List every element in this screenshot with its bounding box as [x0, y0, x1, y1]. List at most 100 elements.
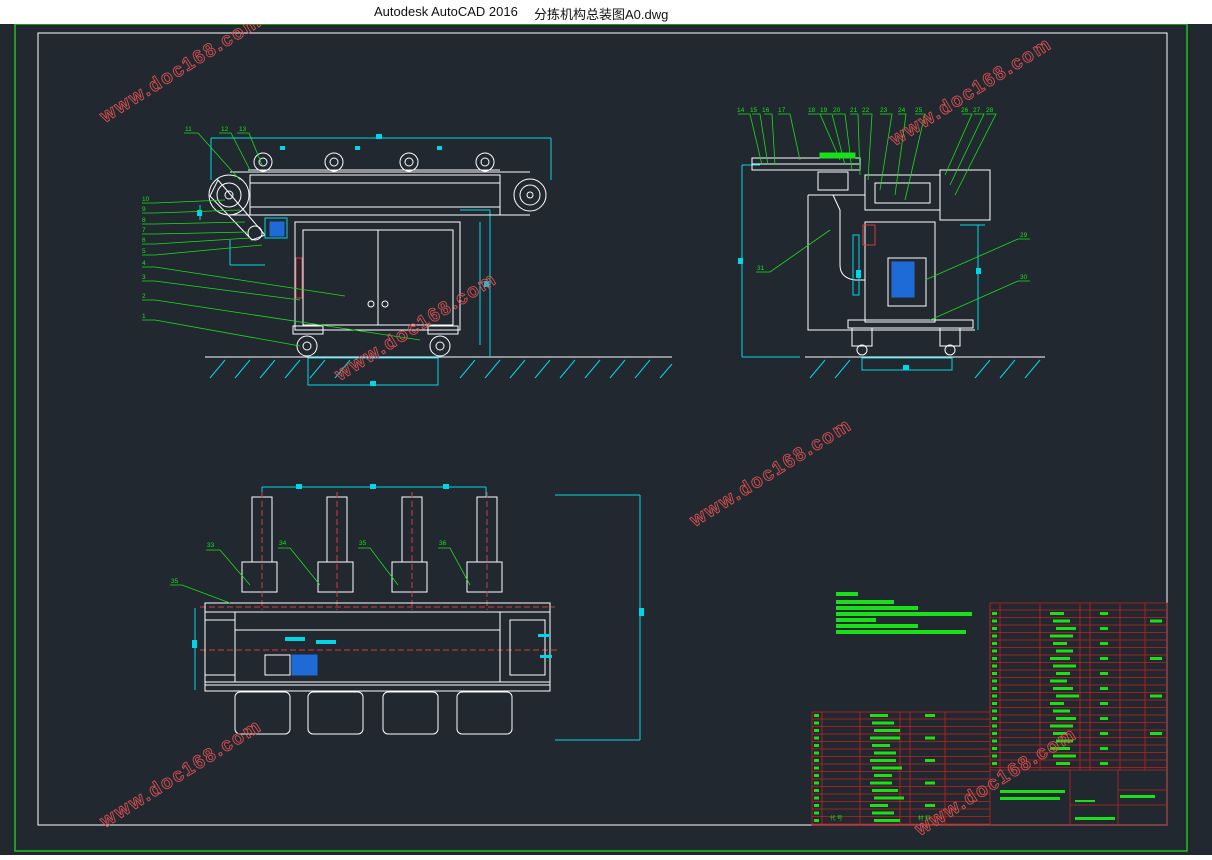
- bom-cell-fill: [874, 729, 900, 732]
- bom-cell-fill: [1053, 709, 1070, 713]
- part-label: 6: [142, 237, 146, 244]
- bom-cell-fill: [992, 724, 997, 728]
- bom-cell-fill: [1100, 672, 1108, 675]
- bom-cell-fill: [1150, 694, 1162, 698]
- bom-cell-fill: [992, 657, 997, 660]
- bom-cell-fill: [1100, 702, 1108, 705]
- svg-text:35: 35: [171, 578, 179, 585]
- part-label: 5: [142, 248, 146, 255]
- bom-cell-fill: [814, 796, 819, 800]
- watermark-text: www.doc168.com: [96, 24, 266, 128]
- bom-cell-fill: [872, 789, 898, 792]
- svg-text:31: 31: [757, 265, 765, 272]
- bom-cell-fill: [992, 664, 997, 668]
- svg-text:20: 20: [833, 107, 841, 114]
- svg-text:23: 23: [880, 107, 888, 114]
- bom-cell-fill: [992, 672, 997, 675]
- bom-cell-fill: [1150, 657, 1162, 660]
- bom-cell-fill: [1100, 747, 1108, 750]
- svg-text:14: 14: [737, 107, 745, 114]
- front-view[interactable]: [197, 134, 673, 386]
- bom-cell-fill: [1053, 664, 1076, 668]
- bom-cell-fill: [992, 627, 997, 630]
- bom-cell-fill: [1050, 724, 1073, 728]
- bom-cell-fill: [1100, 762, 1108, 765]
- side-view[interactable]: [738, 152, 1045, 379]
- part-label: 3: [142, 274, 146, 281]
- bom-cell-fill: [1075, 817, 1115, 820]
- bom-cell-fill: [925, 804, 935, 807]
- bom-cell-fill: [1053, 687, 1073, 690]
- bom-cell-fill: [872, 766, 902, 770]
- bom-cell-fill: [814, 736, 819, 740]
- bom-cell-fill: [814, 744, 819, 747]
- bom-cell-fill: [992, 762, 997, 765]
- svg-text:16: 16: [762, 107, 770, 114]
- svg-text:29: 29: [1020, 232, 1028, 239]
- bom-cell-fill: [814, 819, 819, 822]
- watermarks: www.doc168.com www.doc168.com www.doc168…: [95, 10, 1081, 841]
- part-label: 8: [142, 217, 146, 224]
- svg-text:25: 25: [915, 107, 923, 114]
- bom-cell-fill: [1100, 627, 1108, 630]
- bom-cell-fill: [814, 789, 819, 792]
- bom-cell-fill: [1100, 642, 1108, 645]
- bom-cell-fill: [814, 774, 819, 777]
- bom-cell-fill: [992, 687, 997, 690]
- bom-cell-fill: [814, 766, 819, 770]
- top-view[interactable]: [192, 484, 644, 741]
- svg-text:26: 26: [961, 107, 969, 114]
- bom-cell-fill: [925, 781, 935, 785]
- bom-cell-fill: [1050, 657, 1070, 660]
- bom-cell-fill: [1050, 702, 1064, 705]
- technical-notes: [836, 592, 972, 634]
- bom-cell-fill: [814, 781, 819, 785]
- bom-cell-fill: [1056, 649, 1073, 653]
- part-label: 12: [221, 126, 229, 133]
- bom-cell-fill: [1053, 642, 1067, 645]
- side-view-labels: 14 15 16 17 18 19 20 21 22 23 24 25 26 2…: [737, 107, 1028, 281]
- bom-cell-fill: [1056, 694, 1079, 698]
- label-material: 材 料: [918, 814, 931, 822]
- bom-cell-fill: [814, 751, 819, 755]
- part-label: 4: [142, 260, 146, 267]
- bom-cell-fill: [1100, 732, 1108, 735]
- bom-cell-fill: [814, 714, 819, 717]
- bom-cell-fill: [992, 732, 997, 735]
- file-name: 分拣机构总装图A0.dwg: [534, 7, 669, 22]
- top-view-labels: 33 34 35 36 35: [171, 540, 447, 585]
- bom-cell-fill: [1050, 679, 1067, 683]
- bom-cell-fill: [992, 747, 997, 750]
- bom-cell-fill: [814, 759, 819, 762]
- drawing-canvas[interactable]: 11 12 13 10 9 8 7 6 5 4 3 2 1: [0, 10, 1212, 855]
- svg-text:33: 33: [207, 542, 215, 549]
- svg-text:24: 24: [898, 107, 906, 114]
- bom-cell-fill: [992, 649, 997, 653]
- title-block-fills: [814, 612, 1162, 822]
- watermark-text: www.doc168.com: [96, 715, 266, 832]
- title-block-labels: 代 号 材 料: [830, 814, 931, 822]
- side-view-leaders: [738, 113, 1030, 321]
- svg-text:19: 19: [820, 107, 828, 114]
- title-bar: Autodesk AutoCAD 2016 分拣机构总装图A0.dwg: [0, 0, 1212, 24]
- svg-text:35: 35: [359, 540, 367, 547]
- bom-cell-fill: [1056, 762, 1070, 765]
- bom-cell-fill: [1050, 634, 1073, 638]
- part-label: 10: [142, 196, 150, 203]
- part-label: 13: [239, 126, 247, 133]
- bom-cell-fill: [1150, 732, 1162, 735]
- bom-cell-fill: [992, 642, 997, 645]
- title-block[interactable]: [811, 602, 1168, 826]
- bom-cell-fill: [874, 774, 892, 777]
- bom-cell-fill: [1056, 627, 1076, 630]
- bom-cell-fill: [992, 679, 997, 683]
- bom-cell-fill: [1150, 619, 1162, 623]
- svg-text:27: 27: [973, 107, 981, 114]
- bom-cell-fill: [992, 709, 997, 713]
- bom-cell-fill: [1050, 612, 1064, 615]
- bom-cell-fill: [1053, 754, 1076, 758]
- part-label: 11: [185, 126, 192, 133]
- bom-cell-fill: [992, 717, 997, 720]
- bom-cell-fill: [925, 736, 935, 740]
- svg-text:18: 18: [808, 107, 816, 114]
